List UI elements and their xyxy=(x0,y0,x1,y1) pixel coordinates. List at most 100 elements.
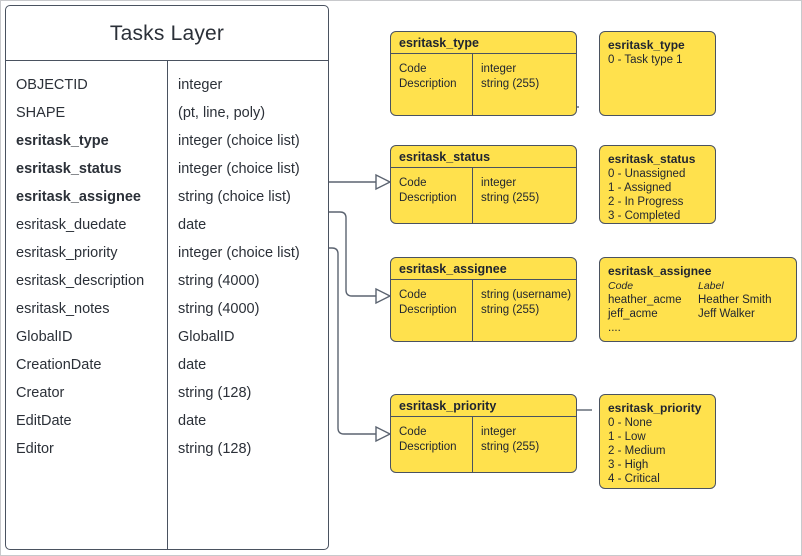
class-box-body: Code Description integer string (255) xyxy=(391,168,576,223)
table-row[interactable]: esritask_description string (4000) xyxy=(6,267,328,295)
table-row[interactable]: OBJECTID integer xyxy=(6,71,328,99)
class-box-attribute-names: Code Description xyxy=(399,176,457,205)
table-row[interactable]: esritask_duedate date xyxy=(6,211,328,239)
attribute-name: Code xyxy=(399,289,427,301)
field-name: esritask_status xyxy=(16,161,122,177)
table-row[interactable]: Creator string (128) xyxy=(6,379,328,407)
field-type: date xyxy=(178,217,207,233)
connector-assignee xyxy=(329,211,388,297)
page-title: Tasks Layer xyxy=(6,6,328,61)
note-title: esritask_priority xyxy=(608,401,702,415)
tasks-layer-table[interactable]: Tasks Layer OBJECTID integer SHAPE (pt, … xyxy=(5,5,329,550)
note-value-code: heather_acme xyxy=(608,294,682,306)
class-box-title: esritask_status xyxy=(391,146,576,168)
field-name: esritask_type xyxy=(16,133,109,149)
table-row[interactable]: GlobalID GlobalID xyxy=(6,323,328,351)
table-row[interactable]: esritask_notes string (4000) xyxy=(6,295,328,323)
entity-column-divider xyxy=(167,61,169,549)
class-box-attribute-names: Code Description xyxy=(399,62,457,91)
attribute-name: Description xyxy=(399,77,457,90)
attribute-type: integer xyxy=(481,177,517,189)
note-box-esritask-type[interactable]: esritask_type 0 - Task type 1 xyxy=(599,31,716,116)
field-name: esritask_notes xyxy=(16,301,110,317)
field-type: GlobalID xyxy=(178,329,235,345)
class-box-divider xyxy=(472,417,474,472)
table-row[interactable]: Editor string (128) xyxy=(6,435,328,463)
note-ellipsis: .... xyxy=(608,322,621,334)
field-name: Creator xyxy=(16,385,65,401)
attribute-name: Description xyxy=(399,440,457,453)
field-name: esritask_duedate xyxy=(16,217,127,233)
field-type: string (4000) xyxy=(178,273,260,289)
note-line: 0 - None xyxy=(608,417,653,429)
note-value-row: heather_acme Heather Smith xyxy=(608,293,788,307)
table-row[interactable]: CreationDate date xyxy=(6,351,328,379)
attribute-type: string (255) xyxy=(481,440,540,453)
class-box-esritask-priority[interactable]: esritask_priority Code Description integ… xyxy=(390,394,577,473)
attribute-type: integer xyxy=(481,426,517,438)
note-line: 2 - Medium xyxy=(608,445,666,457)
field-name: EditDate xyxy=(16,413,72,429)
note-title: esritask_type xyxy=(608,38,685,52)
arrowhead-status xyxy=(375,173,392,191)
field-type: date xyxy=(178,413,207,429)
field-name: CreationDate xyxy=(16,357,102,373)
attribute-name: Code xyxy=(399,63,427,75)
attribute-type: integer xyxy=(481,63,517,75)
note-subheader-label: Label xyxy=(698,280,724,292)
note-line: 0 - Unassigned xyxy=(608,168,686,180)
note-subheader-row: Code Label xyxy=(608,279,788,293)
class-box-esritask-status[interactable]: esritask_status Code Description integer… xyxy=(390,145,577,224)
field-type: integer (choice list) xyxy=(178,245,300,261)
class-box-attribute-types: string (username) string (255) xyxy=(481,288,571,317)
arrowhead-priority xyxy=(375,425,392,443)
class-box-body: Code Description string (username) strin… xyxy=(391,280,576,341)
table-row[interactable]: esritask_priority integer (choice list) xyxy=(6,239,328,267)
field-type: date xyxy=(178,357,207,373)
class-box-esritask-assignee[interactable]: esritask_assignee Code Description strin… xyxy=(390,257,577,342)
note-value-code: jeff_acme xyxy=(608,308,658,320)
entity-body: OBJECTID integer SHAPE (pt, line, poly) … xyxy=(6,61,328,549)
class-box-attribute-types: integer string (255) xyxy=(481,62,539,91)
field-list: OBJECTID integer SHAPE (pt, line, poly) … xyxy=(6,71,328,463)
attribute-name: Code xyxy=(399,426,427,438)
note-value-row: jeff_acme Jeff Walker xyxy=(608,307,788,321)
attribute-type: string (255) xyxy=(481,303,540,316)
field-name: esritask_assignee xyxy=(16,189,141,205)
attribute-type: string (username) xyxy=(481,289,572,301)
class-box-title: esritask_type xyxy=(391,32,576,54)
field-type: string (128) xyxy=(178,441,252,457)
class-box-esritask-type[interactable]: esritask_type Code Description integer s… xyxy=(390,31,577,116)
table-row[interactable]: esritask_status integer (choice list) xyxy=(6,155,328,183)
note-box-esritask-priority[interactable]: esritask_priority 0 - None 1 - Low 2 - M… xyxy=(599,394,716,489)
field-type: integer xyxy=(178,77,223,93)
class-box-attribute-types: integer string (255) xyxy=(481,425,539,454)
note-box-esritask-assignee[interactable]: esritask_assignee Code Label heather_acm… xyxy=(599,257,797,342)
field-name: GlobalID xyxy=(16,329,73,345)
field-type: string (4000) xyxy=(178,301,260,317)
note-line: 4 - Critical xyxy=(608,473,660,485)
note-line: 3 - Completed xyxy=(608,210,681,222)
table-row[interactable]: EditDate date xyxy=(6,407,328,435)
note-subheader-code: Code xyxy=(608,280,634,292)
table-row[interactable]: esritask_assignee string (choice list) xyxy=(6,183,328,211)
field-type: (pt, line, poly) xyxy=(178,105,266,121)
class-box-divider xyxy=(472,280,474,341)
attribute-name: Description xyxy=(399,303,457,316)
class-box-title: esritask_priority xyxy=(391,395,576,417)
table-row[interactable]: esritask_type integer (choice list) xyxy=(6,127,328,155)
arrowhead-assignee xyxy=(375,287,392,305)
class-box-title: esritask_assignee xyxy=(391,258,576,280)
class-box-attribute-names: Code Description xyxy=(399,288,457,317)
field-type: string (128) xyxy=(178,385,252,401)
class-box-body: Code Description integer string (255) xyxy=(391,54,576,115)
note-line: 3 - High xyxy=(608,459,649,471)
field-name: SHAPE xyxy=(16,105,66,121)
table-row[interactable]: SHAPE (pt, line, poly) xyxy=(6,99,328,127)
attribute-type: string (255) xyxy=(481,77,540,90)
note-line: 1 - Assigned xyxy=(608,182,672,194)
class-box-body: Code Description integer string (255) xyxy=(391,417,576,472)
note-box-esritask-status[interactable]: esritask_status 0 - Unassigned 1 - Assig… xyxy=(599,145,716,224)
field-type: integer (choice list) xyxy=(178,161,300,177)
connector-priority xyxy=(329,247,388,435)
